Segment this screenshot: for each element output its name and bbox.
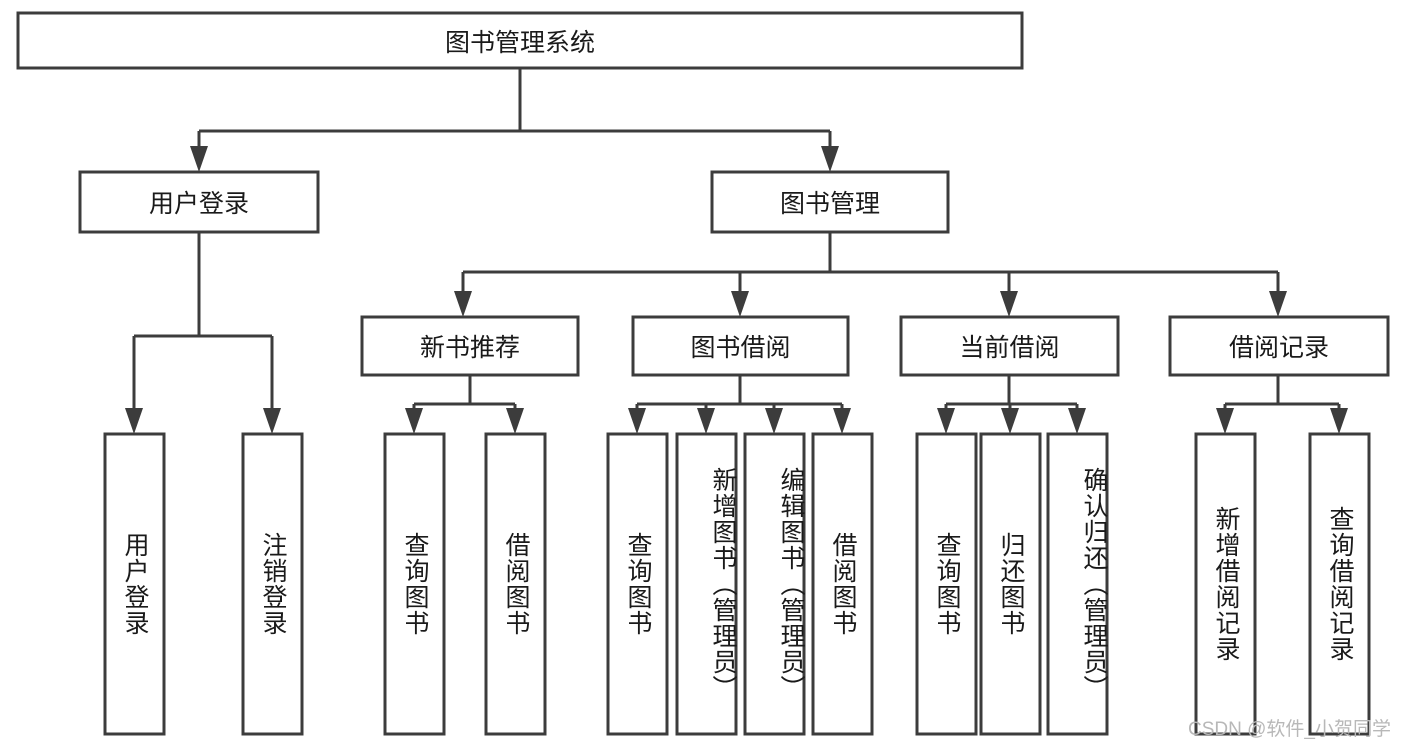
arrowhead-leaf-borrow-book-rec	[506, 408, 524, 434]
arrowhead-leaf-confirm-return	[1068, 408, 1086, 434]
node-leaf-add-book[interactable]	[675, 432, 738, 736]
node-user-login[interactable]	[78, 170, 320, 234]
node-leaf-query-book-cur[interactable]	[915, 432, 978, 736]
arrowhead-user-login	[190, 146, 208, 172]
node-leaf-logout[interactable]	[241, 432, 304, 736]
node-leaf-query-book-rec[interactable]	[383, 432, 446, 736]
node-leaf-borrow-book[interactable]	[811, 432, 874, 736]
node-book-borrow[interactable]	[631, 315, 850, 377]
arrowhead-leaf-borrow-book	[833, 408, 851, 434]
arrowhead-book-borrow	[731, 291, 749, 317]
arrowhead-leaf-query-record	[1330, 408, 1348, 434]
arrowhead-leaf-user-login	[125, 408, 143, 434]
arrowhead-leaf-query-book-borrow	[628, 408, 646, 434]
node-leaf-borrow-book-rec[interactable]	[484, 432, 547, 736]
arrowhead-borrow-record	[1269, 291, 1287, 317]
node-leaf-add-record[interactable]	[1194, 432, 1257, 736]
arrowhead-leaf-return-book	[1001, 408, 1019, 434]
arrowhead-leaf-logout	[263, 408, 281, 434]
arrowhead-leaf-add-record	[1216, 408, 1234, 434]
node-book-manage[interactable]	[710, 170, 950, 234]
arrowhead-book-manage	[821, 146, 839, 172]
node-new-book-recommend[interactable]	[360, 315, 580, 377]
arrowhead-leaf-query-book-rec	[405, 408, 423, 434]
node-leaf-user-login[interactable]	[103, 432, 166, 736]
arrowhead-current-borrow	[1000, 291, 1018, 317]
node-leaf-edit-book[interactable]	[743, 432, 806, 736]
node-leaf-query-record[interactable]	[1308, 432, 1371, 736]
node-borrow-record[interactable]	[1168, 315, 1390, 377]
edges-layer	[125, 68, 1348, 434]
arrowhead-leaf-add-book	[697, 408, 715, 434]
arrowhead-new-book-recommend	[454, 291, 472, 317]
nodes-layer	[16, 11, 1390, 736]
node-leaf-return-book[interactable]	[979, 432, 1042, 736]
node-leaf-confirm-return[interactable]	[1046, 432, 1109, 736]
arrowhead-leaf-edit-book	[765, 408, 783, 434]
node-leaf-query-book-borrow[interactable]	[606, 432, 669, 736]
arrowhead-leaf-query-book-cur	[937, 408, 955, 434]
node-current-borrow[interactable]	[899, 315, 1120, 377]
node-root[interactable]	[16, 11, 1024, 70]
